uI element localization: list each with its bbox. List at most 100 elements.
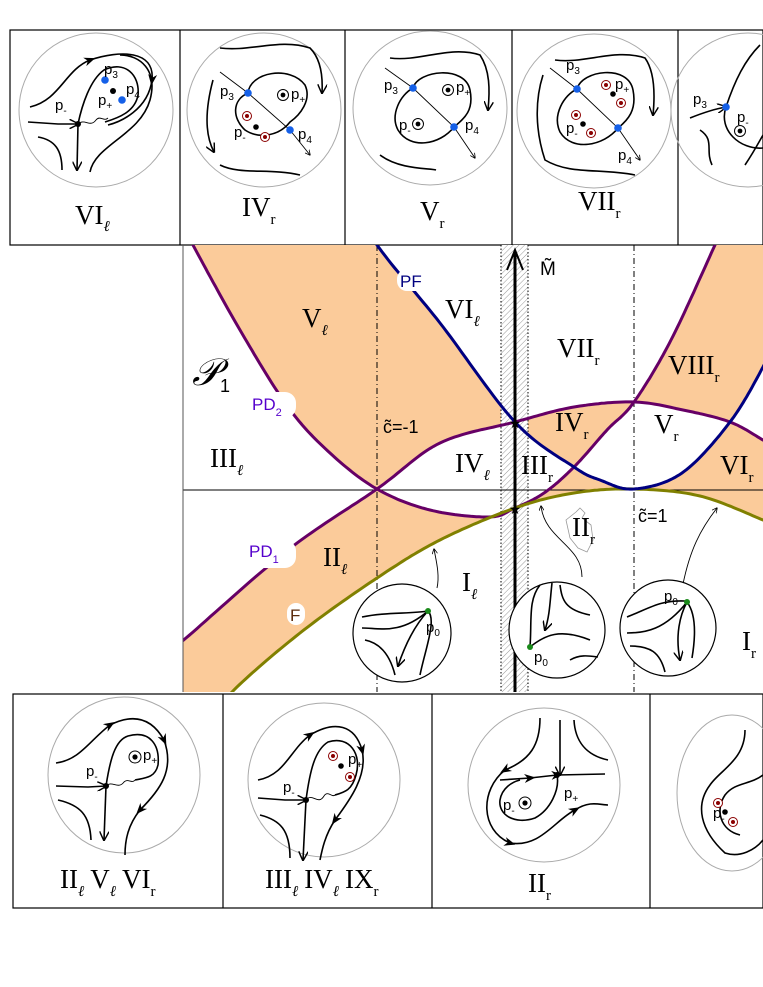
label-p-plus: p+	[143, 747, 157, 767]
phase-portrait-partial: p-	[676, 714, 763, 872]
point-p0	[425, 608, 431, 614]
top-panel-row: p3 p4 p+ p- VIℓ p3 p4 p+ p- IVr	[9, 29, 763, 246]
label-p3: p3	[220, 83, 234, 103]
phase-portrait-IV-r: p3 p4 p+ p- IVr	[186, 32, 342, 228]
focus-point	[331, 754, 335, 758]
saddle-point-p4	[450, 123, 458, 131]
focus-point	[263, 135, 267, 139]
focus-point	[731, 820, 735, 824]
focus-point	[245, 114, 249, 118]
pf-label-bg	[397, 269, 431, 291]
m-axis-label: M̃	[540, 258, 556, 280]
pd2-label: PD2	[252, 395, 282, 419]
region-II-r-callout	[565, 507, 594, 553]
star-marker-icon: ★	[509, 502, 522, 518]
saddle-point-p4	[614, 124, 622, 132]
saddle-point-p4	[286, 126, 294, 134]
point-p-plus	[554, 772, 560, 778]
pd2-label-bg	[248, 392, 296, 418]
disk-boundary	[186, 32, 342, 188]
star-marker-icon: ★	[509, 416, 522, 432]
c-plus-one-label: c̃=1	[638, 506, 668, 526]
phase-portrait-V-r: p3 p4 p+ p- Vr	[352, 30, 508, 232]
point-p-minus	[303, 797, 309, 803]
disk-boundary	[467, 707, 621, 863]
panel-label: IVr	[242, 192, 276, 228]
label-p-plus: p+	[98, 92, 112, 112]
region-label: IIIℓ	[210, 443, 243, 479]
point-p-minus	[75, 121, 81, 127]
pd1-label: PD1	[249, 542, 279, 566]
pf-label: PF	[400, 272, 422, 291]
label-p0: p0	[534, 649, 548, 669]
region-label: IVℓ	[455, 448, 490, 484]
center-p-minus	[415, 121, 421, 127]
focus-point	[589, 131, 593, 135]
label-p-minus: p-	[737, 109, 749, 129]
region-label: IVr	[555, 407, 589, 443]
saddle-point-p3	[244, 89, 252, 97]
label-p-minus: p-	[713, 805, 725, 825]
focus-point	[604, 83, 608, 87]
region-label: VIIIr	[668, 350, 719, 386]
label-p-plus: p+	[456, 79, 470, 99]
panel-label: VIIr	[578, 186, 620, 222]
saddle-point-p3	[722, 103, 730, 111]
label-p-plus: p+	[291, 86, 305, 106]
point-p-minus	[103, 783, 109, 789]
label-p-minus: p-	[399, 117, 411, 137]
label-p3: p3	[384, 77, 398, 97]
label-p-minus: p-	[566, 120, 578, 140]
point-p-plus	[610, 91, 616, 97]
inset-I-r: p0	[619, 508, 717, 677]
label-p-minus: p-	[503, 797, 515, 817]
label-p3: p3	[693, 91, 707, 111]
pf-curve	[375, 245, 763, 491]
center-p-minus	[737, 128, 743, 134]
parameter-plane: M̃ ★ ★ 𝒫 1 PF PD2 PD1 F c̃=-1 c̃=1 Vℓ VI…	[182, 245, 763, 692]
phase-portrait-VII-r: p3 p4 p+ p- VIIr	[516, 33, 672, 222]
phase-portrait-partial: p3 p-	[670, 32, 763, 188]
label-p4: p4	[465, 117, 479, 137]
f-label-bg	[287, 603, 305, 625]
label-p-minus: p-	[55, 97, 67, 117]
saddle-point-p3	[101, 76, 109, 84]
panel-label: Vr	[420, 196, 445, 232]
m-axis-arrowhead-icon	[506, 247, 524, 271]
saddle-point-p3	[573, 85, 581, 93]
label-p-minus: p-	[234, 124, 246, 144]
region-label: Iℓ	[462, 567, 477, 603]
disk-boundary	[18, 32, 174, 188]
point-p-minus	[722, 809, 728, 815]
focus-point	[574, 113, 578, 117]
region-label: Ir	[742, 626, 756, 662]
inset-II-r: p0	[508, 506, 606, 679]
label-p-minus: p-	[283, 779, 295, 799]
saddle-point-p4	[118, 96, 126, 104]
plane-index: 1	[220, 376, 230, 396]
bottom-row-frame	[12, 693, 763, 909]
label-p4: p4	[618, 147, 632, 167]
disk-boundary	[352, 30, 508, 186]
point-p-plus	[110, 88, 116, 94]
disk-boundary	[676, 714, 763, 872]
disk-boundary	[247, 702, 401, 858]
pd1-label-bg	[246, 540, 296, 568]
c-minus-one-label: c̃=-1	[383, 417, 419, 437]
label-p-plus: p+	[564, 785, 578, 805]
center-p-plus	[132, 754, 138, 760]
top-row-frame	[9, 29, 763, 246]
label-p0: p0	[426, 619, 440, 639]
region-label: VIr	[720, 450, 754, 486]
label-p0: p0	[664, 588, 678, 608]
panel-label: VIℓ	[75, 200, 110, 235]
phase-portrait-II-r: p+ p- IIr	[467, 707, 621, 904]
saddle-point-p3	[409, 84, 417, 92]
point-p-plus	[338, 763, 344, 769]
